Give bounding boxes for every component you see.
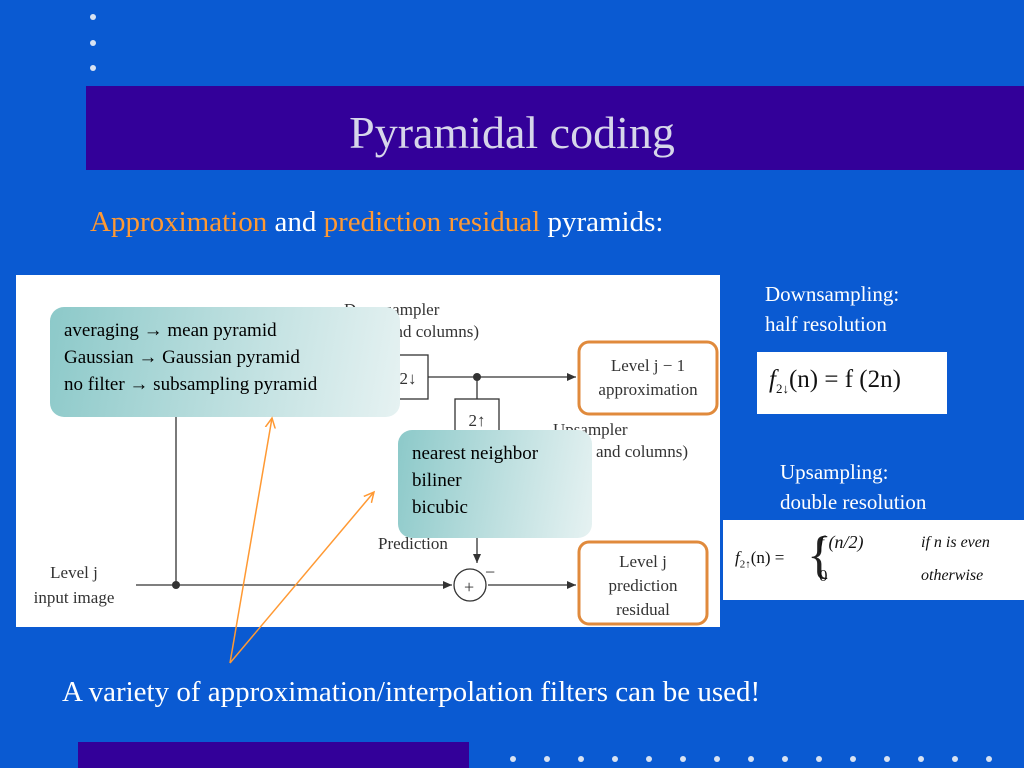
input-label-line1: Level j — [50, 563, 98, 582]
decor-dot — [748, 756, 754, 762]
approximation-output-box — [577, 340, 719, 416]
upsampling-caption-line2: double resolution — [780, 490, 927, 514]
upsampler-box-label: 2↑ — [469, 411, 486, 430]
downsampling-caption-line1: Downsampling: — [765, 282, 900, 306]
filter-option-none: no filter → subsampling pyramid — [64, 374, 318, 395]
approx-output-line2: approximation — [598, 380, 698, 399]
bottom-note: A variety of approximation/interpolation… — [62, 676, 761, 708]
down-formula-sub: 2↓ — [775, 381, 789, 396]
interpolation-options-callout: nearest neighbor biliner bicubic — [398, 430, 592, 538]
up-formula-rest: (n) = — [750, 548, 785, 567]
input-label-line2: input image — [34, 588, 115, 607]
downsampling-caption: Downsampling: half resolution — [765, 279, 899, 339]
up-formula-sub: 2↑ — [739, 558, 751, 571]
subtitle-pyramids: pyramids: — [540, 206, 664, 238]
residual-output-line2: prediction — [609, 576, 678, 595]
upsampling-caption-line1: Upsampling: — [780, 460, 889, 484]
filter-option-gaussian: Gaussian → Gaussian pyramid — [64, 347, 300, 368]
decor-dot — [952, 756, 958, 762]
down-formula-f: f — [769, 366, 776, 393]
decor-dot — [850, 756, 856, 762]
residual-output-line1: Level j — [619, 552, 667, 571]
sum-minus-sign: − — [485, 562, 495, 582]
decor-dot — [90, 14, 96, 20]
residual-output-box — [577, 540, 709, 626]
upsampling-caption: Upsampling: double resolution — [780, 457, 926, 517]
downsampler-box-label: 2↓ — [400, 369, 417, 388]
decor-dot — [90, 65, 96, 71]
down-formula-rest: (n) = f (2n) — [788, 366, 901, 393]
up-cond2: otherwise — [921, 567, 984, 584]
bottom-bar — [78, 742, 469, 768]
downsampling-caption-line2: half resolution — [765, 312, 887, 336]
decor-dot — [510, 756, 516, 762]
approx-output-line1: Level j − 1 — [611, 356, 685, 375]
decor-dot — [782, 756, 788, 762]
decor-dot — [714, 756, 720, 762]
up-cond1: if n is even — [921, 534, 990, 551]
piecewise-brace: { — [807, 527, 832, 584]
upsampling-formula: f2↑(n) = { f (n/2) if n is even 0 otherw… — [723, 520, 1024, 600]
decor-dot — [90, 40, 96, 46]
input-junction-dot — [172, 581, 180, 589]
up-case2: 0 — [819, 566, 828, 585]
decor-dot — [816, 756, 822, 762]
decor-dot — [578, 756, 584, 762]
subtitle-approximation: Approximation — [90, 206, 268, 238]
subtitle-residual: prediction residual — [323, 206, 541, 238]
slide-title: Pyramidal coding — [349, 107, 675, 158]
subtitle-and: and — [267, 206, 324, 238]
filter-option-averaging: averaging → mean pyramid — [64, 320, 277, 341]
interp-option-bilinear: biliner — [412, 470, 462, 491]
decor-dot — [544, 756, 550, 762]
downsampling-formula: f2↓(n) = f (2n) — [757, 352, 947, 414]
decor-dot — [612, 756, 618, 762]
decor-dot — [986, 756, 992, 762]
prediction-label: Prediction — [378, 534, 448, 553]
sum-plus-sign: + — [464, 577, 474, 597]
slide-subtitle: Approximation and prediction residual py… — [90, 206, 663, 239]
summing-junction — [453, 568, 487, 602]
interp-option-nearest: nearest neighbor — [412, 443, 539, 464]
title-bar — [86, 86, 1024, 170]
interp-option-bicubic: bicubic — [412, 497, 468, 518]
up-case1: f (n/2) — [819, 532, 864, 552]
up-formula-f: f — [735, 548, 740, 567]
filter-options-callout: averaging → mean pyramid Gaussian → Gaus… — [50, 307, 400, 417]
residual-output-line3: residual — [616, 600, 670, 619]
approx-junction-dot — [473, 373, 481, 381]
decor-dot — [884, 756, 890, 762]
decor-dot — [918, 756, 924, 762]
decor-dot — [646, 756, 652, 762]
decor-dot — [680, 756, 686, 762]
